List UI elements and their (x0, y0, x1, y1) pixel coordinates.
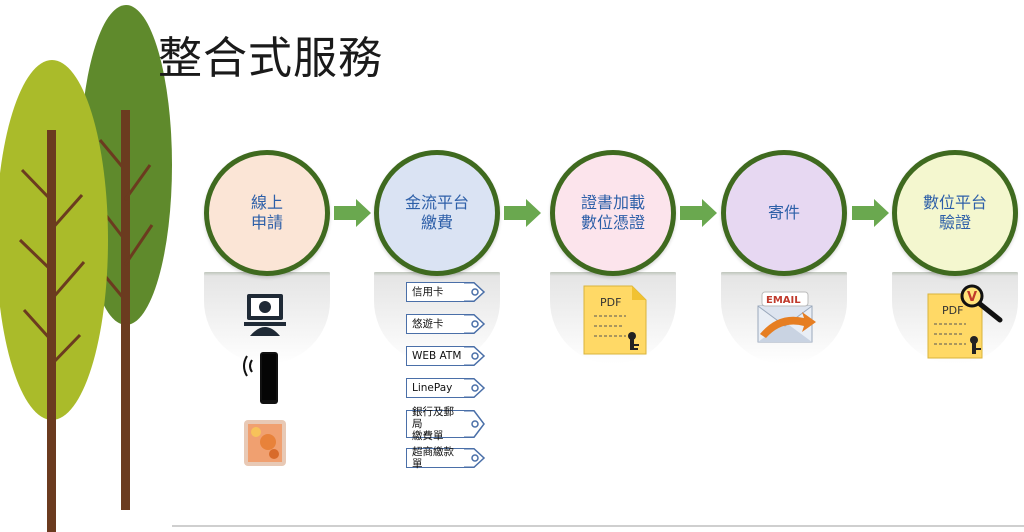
tag-hole-icon (464, 282, 486, 302)
front-tree-trunk (47, 130, 56, 532)
computer-user-icon (244, 294, 286, 336)
payment-method-label: WEB ATM (406, 346, 464, 366)
smartphone-icon (243, 352, 278, 404)
step-certificate-load: 證書加載 數位憑證 (550, 150, 676, 276)
tag-hole-icon (464, 378, 486, 398)
payment-method-tag: 信用卡 (406, 282, 486, 302)
payment-method-tag: 銀行及郵局 繳費單 (406, 406, 486, 442)
magnifier-icon: V (960, 284, 1003, 323)
trees-decoration (0, 5, 172, 532)
step-digital-verify: 數位平台 驗證 (892, 150, 1018, 276)
tag-hole-icon (464, 448, 486, 468)
key-icon (628, 332, 639, 350)
email-envelope-icon: EMAIL (757, 291, 816, 343)
payment-method-label: LinePay (406, 378, 464, 398)
pdf-key-document-icon: PDF (583, 285, 647, 355)
step-online-apply: 線上 申請 (204, 150, 330, 276)
payment-method-tag: WEB ATM (406, 346, 486, 366)
page-title: 整合式服務 (158, 33, 383, 84)
arrow-right-icon (334, 199, 371, 227)
pdf-label: PDF (600, 296, 621, 309)
payment-method-label: 超商繳款單 (406, 446, 464, 470)
back-tree-trunk (121, 110, 130, 510)
tablet-icon (244, 420, 286, 466)
step-payment: 金流平台 繳費 (374, 150, 500, 276)
key-icon (970, 336, 981, 354)
pdf-magnifier-icon: PDF V (927, 284, 1003, 359)
payment-method-tag: 悠遊卡 (406, 314, 486, 334)
arrow-right-icon (852, 199, 889, 227)
payment-method-label: 信用卡 (406, 282, 464, 302)
email-label: EMAIL (766, 295, 801, 306)
bottom-divider (172, 525, 1024, 527)
verify-mark: V (967, 290, 977, 305)
arrow-right-icon (680, 199, 717, 227)
payment-method-tag: 超商繳款單 (406, 446, 486, 470)
payment-method-label: 悠遊卡 (406, 314, 464, 334)
tag-hole-icon (464, 314, 486, 334)
payment-method-tag: LinePay (406, 378, 486, 398)
pdf-label: PDF (942, 304, 963, 317)
payment-method-label: 銀行及郵局 繳費單 (406, 406, 464, 442)
front-tree-branches (18, 168, 86, 367)
tag-hole-icon (464, 346, 486, 366)
tag-hole-icon (464, 410, 485, 438)
arrow-right-icon (504, 199, 541, 227)
step-mailing: 寄件 (721, 150, 847, 276)
